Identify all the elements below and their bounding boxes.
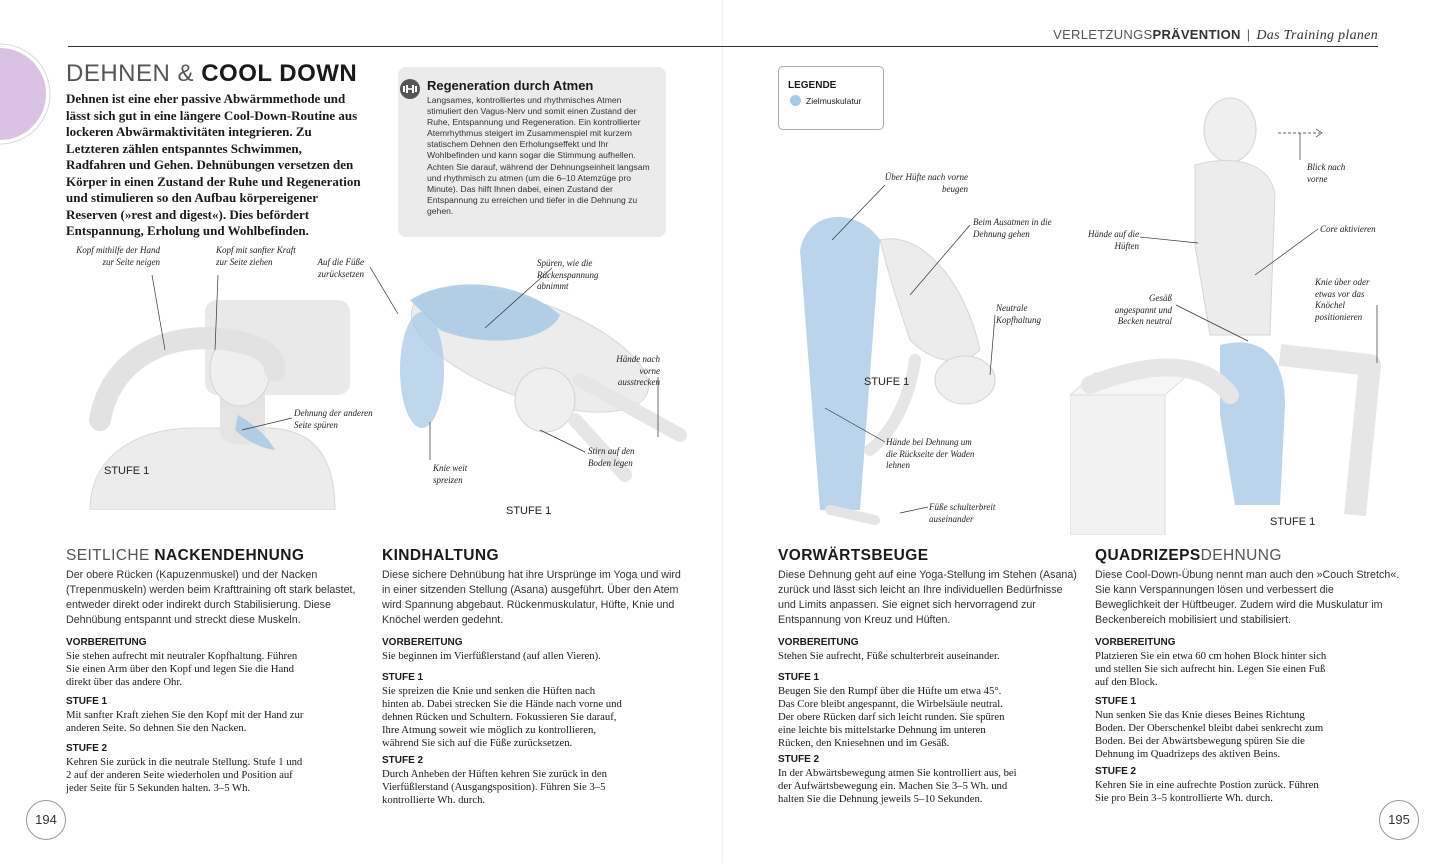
step-heading: STUFE 1 bbox=[382, 672, 424, 683]
step-heading: VORBEREITUNG bbox=[778, 637, 859, 648]
ann-quad-1: Blick nach vorne bbox=[1307, 162, 1346, 184]
page-number-right: 195 bbox=[1379, 800, 1419, 840]
step-text: Platzieren Sie ein etwa 60 cm hohen Bloc… bbox=[1095, 650, 1327, 688]
section-title-quad: QUADRIZEPSDEHNUNG bbox=[1095, 547, 1282, 564]
figure-neck-stretch bbox=[89, 300, 350, 510]
step-text: Stehen Sie aufrecht, Füße schulterbreit … bbox=[778, 650, 1000, 662]
leader-lines-child bbox=[369, 266, 659, 460]
section-title-child: KINDHALTUNG bbox=[382, 547, 499, 564]
legend-title: LEGENDE bbox=[788, 80, 837, 91]
ann-forward-2: Beim Ausatmen in die Dehnung gehen bbox=[973, 217, 1052, 239]
step-text: Beugen Sie den Rumpf über die Hüfte um e… bbox=[778, 685, 1005, 749]
ann-forward-1: Über Hüfte nach vorne beugen bbox=[884, 172, 968, 194]
figure-quad-stretch bbox=[1070, 97, 1381, 535]
step-heading: VORBEREITUNG bbox=[382, 637, 463, 648]
leader-lines-forward bbox=[824, 184, 996, 514]
ann-child-1: Auf die Füße zurücksetzen bbox=[317, 257, 365, 279]
step-heading: VORBEREITUNG bbox=[66, 637, 147, 648]
step-heading: STUFE 2 bbox=[382, 755, 424, 766]
figure-forward-bend bbox=[800, 216, 996, 525]
section-desc-neck: Der obere Rücken (Kapuzenmuskel) und der… bbox=[66, 569, 356, 626]
step-heading: VORBEREITUNG bbox=[1095, 637, 1176, 648]
ann-child-4: Stirn auf den Boden legen bbox=[588, 446, 635, 468]
ann-forward-3: Neutrale Kopfhaltung bbox=[996, 303, 1042, 325]
ann-neck-3: Dehnung der anderen Seite spüren bbox=[294, 408, 373, 430]
step-text: Sie beginnen im Vierfüßlerstand (auf all… bbox=[382, 650, 601, 662]
section-desc-child: Diese sichere Dehnübung hat ihre Ursprün… bbox=[382, 569, 681, 626]
section-title-neck: SEITLICHE NACKENDEHNUNG bbox=[66, 547, 305, 564]
header-rule bbox=[68, 46, 1378, 47]
legend-swatch bbox=[790, 95, 801, 106]
section-desc-forward: Diese Dehnung geht auf eine Yoga-Stellun… bbox=[778, 569, 1077, 626]
ann-neck-2: Kopf mit sanfter Kraft zur Seite ziehen bbox=[216, 245, 296, 267]
figure-stage-child: STUFE 1 bbox=[506, 505, 552, 517]
info-box-text: Langsames, kontrolliertes und rhythmisch… bbox=[427, 95, 650, 216]
figure-stage-forward: STUFE 1 bbox=[864, 376, 910, 388]
figure-stage-quad: STUFE 1 bbox=[1270, 516, 1316, 528]
dumbbell-icon bbox=[400, 79, 420, 99]
step-text: Kehren Sie zurück in die neutrale Stellu… bbox=[66, 756, 303, 794]
ann-child-3: Hände nach vorne ausstrecken bbox=[616, 354, 660, 387]
ann-forward-5: Füße schulterbreit auseinander bbox=[929, 502, 996, 524]
figure-stage-neck: STUFE 1 bbox=[104, 465, 150, 477]
ann-quad-5: Knie über oder etwas vor das Knöchel pos… bbox=[1315, 277, 1370, 322]
section-title-forward: VORWÄRTSBEUGE bbox=[778, 547, 929, 564]
ann-forward-4: Hände bei Dehnung um die Rückseite der W… bbox=[886, 437, 975, 470]
legend-label: Zielmuskulatur bbox=[806, 96, 862, 106]
step-heading: STUFE 2 bbox=[66, 743, 108, 754]
ann-quad-2: Hände auf die Hüften bbox=[1088, 229, 1139, 251]
ann-child-5: Knie weit spreizen bbox=[433, 463, 468, 485]
page-title: DEHNEN & COOL DOWN bbox=[66, 60, 358, 87]
leader-lines-quad bbox=[1140, 128, 1378, 363]
step-text: Nun senken Sie das Knie dieses Beines Ri… bbox=[1095, 709, 1324, 760]
running-header: VERLETZUNGSPRÄVENTION|Das Training plane… bbox=[1053, 27, 1378, 43]
page-number-left: 194 bbox=[26, 800, 66, 840]
ann-child-2: Spüren, wie die Rückenspannung abnimmt bbox=[537, 258, 599, 291]
step-text: Sie stehen aufrecht mit neutraler Kopfha… bbox=[66, 650, 298, 688]
ann-neck-1: Kopf mithilfe der Hand zur Seite neigen bbox=[76, 245, 160, 267]
intro-paragraph: Dehnen ist eine eher passive Abwärmmetho… bbox=[66, 91, 361, 238]
figure-child-pose bbox=[400, 284, 687, 482]
step-text: Kehren Sie in eine aufrechte Postion zur… bbox=[1095, 779, 1319, 804]
step-text: In der Abwärtsbewegung atmen Sie kontrol… bbox=[778, 767, 1017, 805]
leader-lines-neck bbox=[151, 275, 293, 431]
step-heading: STUFE 1 bbox=[1095, 696, 1137, 707]
step-text: Durch Anheben der Hüften kehren Sie zurü… bbox=[382, 768, 607, 806]
step-heading: STUFE 2 bbox=[778, 754, 820, 765]
step-text: Sie spreizen die Knie und senken die Hüf… bbox=[382, 685, 622, 749]
info-box bbox=[398, 67, 666, 237]
ann-quad-3: Core aktivieren bbox=[1320, 224, 1376, 234]
info-box-title: Regeneration durch Atmen bbox=[427, 78, 594, 93]
accent-circle bbox=[0, 43, 51, 145]
section-desc-quad: Diese Cool-Down-Übung nennt man auch den… bbox=[1095, 569, 1400, 626]
step-heading: STUFE 2 bbox=[1095, 766, 1137, 777]
step-heading: STUFE 1 bbox=[778, 672, 820, 683]
ann-quad-4: Gesäß angespannt und Becken neutral bbox=[1114, 293, 1172, 326]
page-gutter bbox=[722, 0, 723, 863]
step-heading: STUFE 1 bbox=[66, 696, 108, 707]
step-text: Mit sanfter Kraft ziehen Sie den Kopf mi… bbox=[66, 709, 304, 734]
